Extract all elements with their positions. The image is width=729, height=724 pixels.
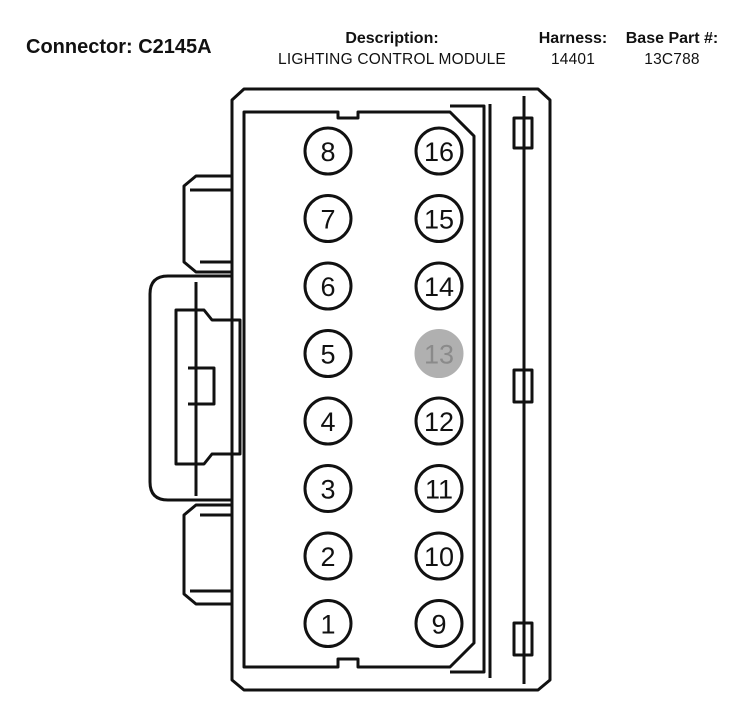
pin-9: 9 [414, 599, 464, 648]
pin-number: 3 [320, 475, 335, 505]
pin-14: 14 [414, 261, 464, 311]
left-lock-body [148, 274, 232, 502]
pin-number: 11 [425, 475, 453, 505]
left-latch-top [182, 174, 232, 274]
pin-number: 13 [424, 340, 454, 370]
pin-number: 6 [320, 272, 335, 302]
connector-title: Connector: C2145A [26, 36, 212, 58]
pin-2: 2 [303, 531, 353, 581]
housing-outline [230, 87, 552, 692]
pin-circle [303, 261, 353, 311]
pin-number: 12 [424, 407, 454, 437]
pin-circle [303, 531, 353, 581]
pin-circle [303, 464, 353, 513]
lock-tongue [174, 308, 242, 466]
pin-number: 9 [431, 610, 446, 640]
pin-number: 10 [424, 542, 454, 572]
pin-circle [414, 531, 464, 581]
pin-circle [414, 261, 464, 311]
pin-number: 4 [320, 407, 335, 437]
pin-circle [303, 599, 353, 648]
pin-circle-unused [414, 329, 464, 378]
description-value: LIGHTING CONTROL MODULE [278, 51, 506, 68]
right-tab-top [512, 116, 534, 150]
pin-number: 8 [320, 137, 335, 167]
pin-16: 16 [414, 126, 464, 176]
pin-1: 1 [303, 599, 353, 648]
pin-5: 5 [303, 329, 353, 378]
pin-circle [303, 329, 353, 378]
right-tab-middle [512, 368, 534, 404]
harness-block: Harness: 14401 [530, 30, 616, 69]
pin-circle [303, 194, 353, 243]
pin-15: 15 [414, 194, 464, 243]
pin-circle [414, 599, 464, 648]
pin-number: 15 [424, 205, 454, 235]
pin-number: 5 [320, 340, 335, 370]
left-latch-bottom [182, 503, 232, 606]
lock-notch [188, 366, 216, 406]
pin-circle [414, 194, 464, 243]
pin-circle [303, 126, 353, 176]
base-part-label: Base Part #: [625, 30, 719, 47]
pin-number: 16 [424, 137, 454, 167]
pin-circle [414, 126, 464, 176]
pin-number: 7 [320, 205, 335, 235]
pin-circle [303, 396, 353, 446]
right-rail-frame [450, 104, 486, 674]
pin-11: 11 [414, 464, 464, 513]
pin-circle [414, 396, 464, 446]
harness-label: Harness: [538, 30, 608, 47]
pin-6: 6 [303, 261, 353, 311]
pin-8: 8 [303, 126, 353, 176]
description-label: Description: [345, 30, 439, 47]
pin-number: 1 [320, 610, 335, 640]
pin-3: 3 [303, 464, 353, 513]
pin-number: 14 [424, 272, 454, 302]
base-part-value: 13C788 [644, 51, 700, 68]
connector-housing [148, 87, 552, 692]
description-block: Description: LIGHTING CONTROL MODULE [262, 30, 522, 69]
pin-10: 10 [414, 531, 464, 581]
pin-12: 12 [414, 396, 464, 446]
pin-7: 7 [303, 194, 353, 243]
pin-circle [414, 464, 464, 513]
right-tab-bottom [512, 621, 534, 657]
harness-value: 14401 [550, 51, 596, 68]
base-part-block: Base Part #: 13C788 [620, 30, 724, 69]
pin-4: 4 [303, 396, 353, 446]
pin-number: 2 [320, 542, 335, 572]
pin-layer: 8 7 6 5 4 3 2 1 16 15 14 13 12 11 10 9 [303, 126, 464, 648]
pin-cavity [242, 110, 476, 669]
pin-13: 13 [414, 329, 464, 378]
